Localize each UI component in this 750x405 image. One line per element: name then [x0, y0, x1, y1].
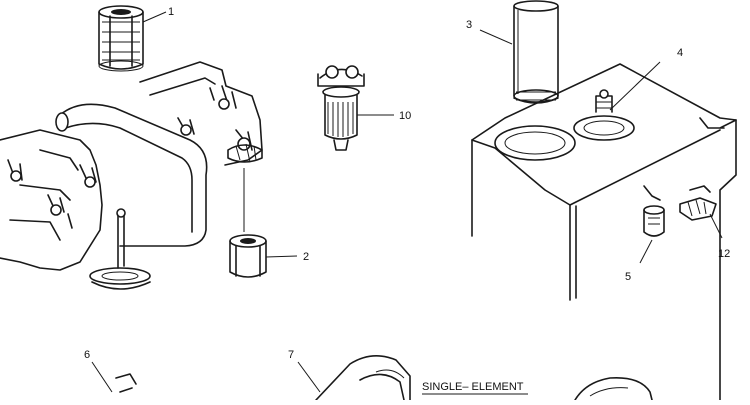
connector-12	[679, 185, 723, 239]
callout-1: 1	[168, 6, 174, 18]
callout-5: 5	[625, 271, 631, 283]
callout-7: 7	[288, 349, 294, 361]
fuel-tank-housing	[471, 63, 737, 401]
sending-unit-5	[639, 185, 665, 264]
callout-6: 6	[84, 349, 90, 361]
filter-element-1	[98, 5, 144, 72]
air-cleaner-dual-partial	[574, 376, 653, 401]
air-cleaner-7-partial	[297, 355, 411, 401]
part-6-partial	[91, 361, 137, 393]
callout-leaders	[142, 11, 513, 258]
engine-block	[0, 61, 263, 290]
callout-2: 2	[303, 251, 309, 263]
callout-12: 12	[718, 248, 730, 260]
spin-on-filter-2	[229, 168, 267, 278]
injector-row	[7, 85, 253, 229]
callout-4: 4	[677, 47, 683, 59]
callout-10: 10	[399, 110, 411, 122]
single-element-label: SINGLE– ELEMENT	[422, 381, 524, 393]
callout-3: 3	[466, 19, 472, 31]
tank-cap-4	[595, 61, 661, 113]
air-filter-element-3	[513, 0, 559, 104]
fuel-filter-10	[317, 65, 394, 151]
